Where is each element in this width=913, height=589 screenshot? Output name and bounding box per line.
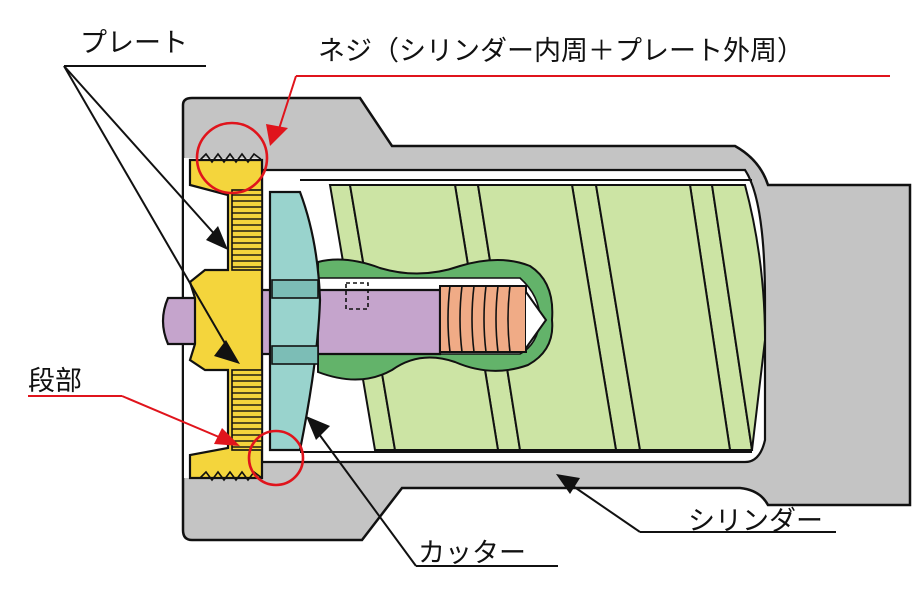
step-callout-circle bbox=[247, 429, 305, 487]
cutter-leader bbox=[315, 429, 417, 567]
plate-arrowhead-2 bbox=[214, 340, 240, 364]
step-arrowhead bbox=[214, 428, 240, 446]
thread-bottom bbox=[199, 470, 263, 482]
cutter-hub-top bbox=[271, 279, 319, 299]
spring bbox=[439, 285, 548, 353]
cutter-arrowhead bbox=[306, 416, 330, 440]
screw-callout-circle bbox=[195, 121, 269, 195]
plate-label: プレート bbox=[80, 28, 188, 59]
cylinder-leader bbox=[569, 483, 641, 533]
key-hidden bbox=[345, 282, 369, 310]
plate-teeth-top bbox=[231, 189, 263, 271]
cylinder-arrowhead bbox=[556, 474, 580, 494]
plate-arrowhead-1 bbox=[206, 226, 228, 250]
thread-top bbox=[199, 152, 263, 164]
screw-arrowhead bbox=[266, 124, 288, 146]
plate-leader-2 bbox=[63, 65, 231, 353]
cutter bbox=[268, 190, 322, 452]
cutter-hub-bottom bbox=[271, 345, 319, 365]
cylinder-label: シリンダー bbox=[688, 506, 823, 537]
leader-lines bbox=[28, 65, 890, 567]
plate-teeth-bottom bbox=[231, 369, 263, 451]
cutter-label: カッター bbox=[418, 538, 526, 569]
plate-leader-1 bbox=[63, 65, 219, 239]
screw-label: ネジ（シリンダー内周＋プレート外周） bbox=[318, 36, 804, 67]
step-leader bbox=[121, 395, 227, 441]
step-label: 段部 bbox=[28, 366, 82, 397]
screw-leader bbox=[277, 75, 297, 133]
